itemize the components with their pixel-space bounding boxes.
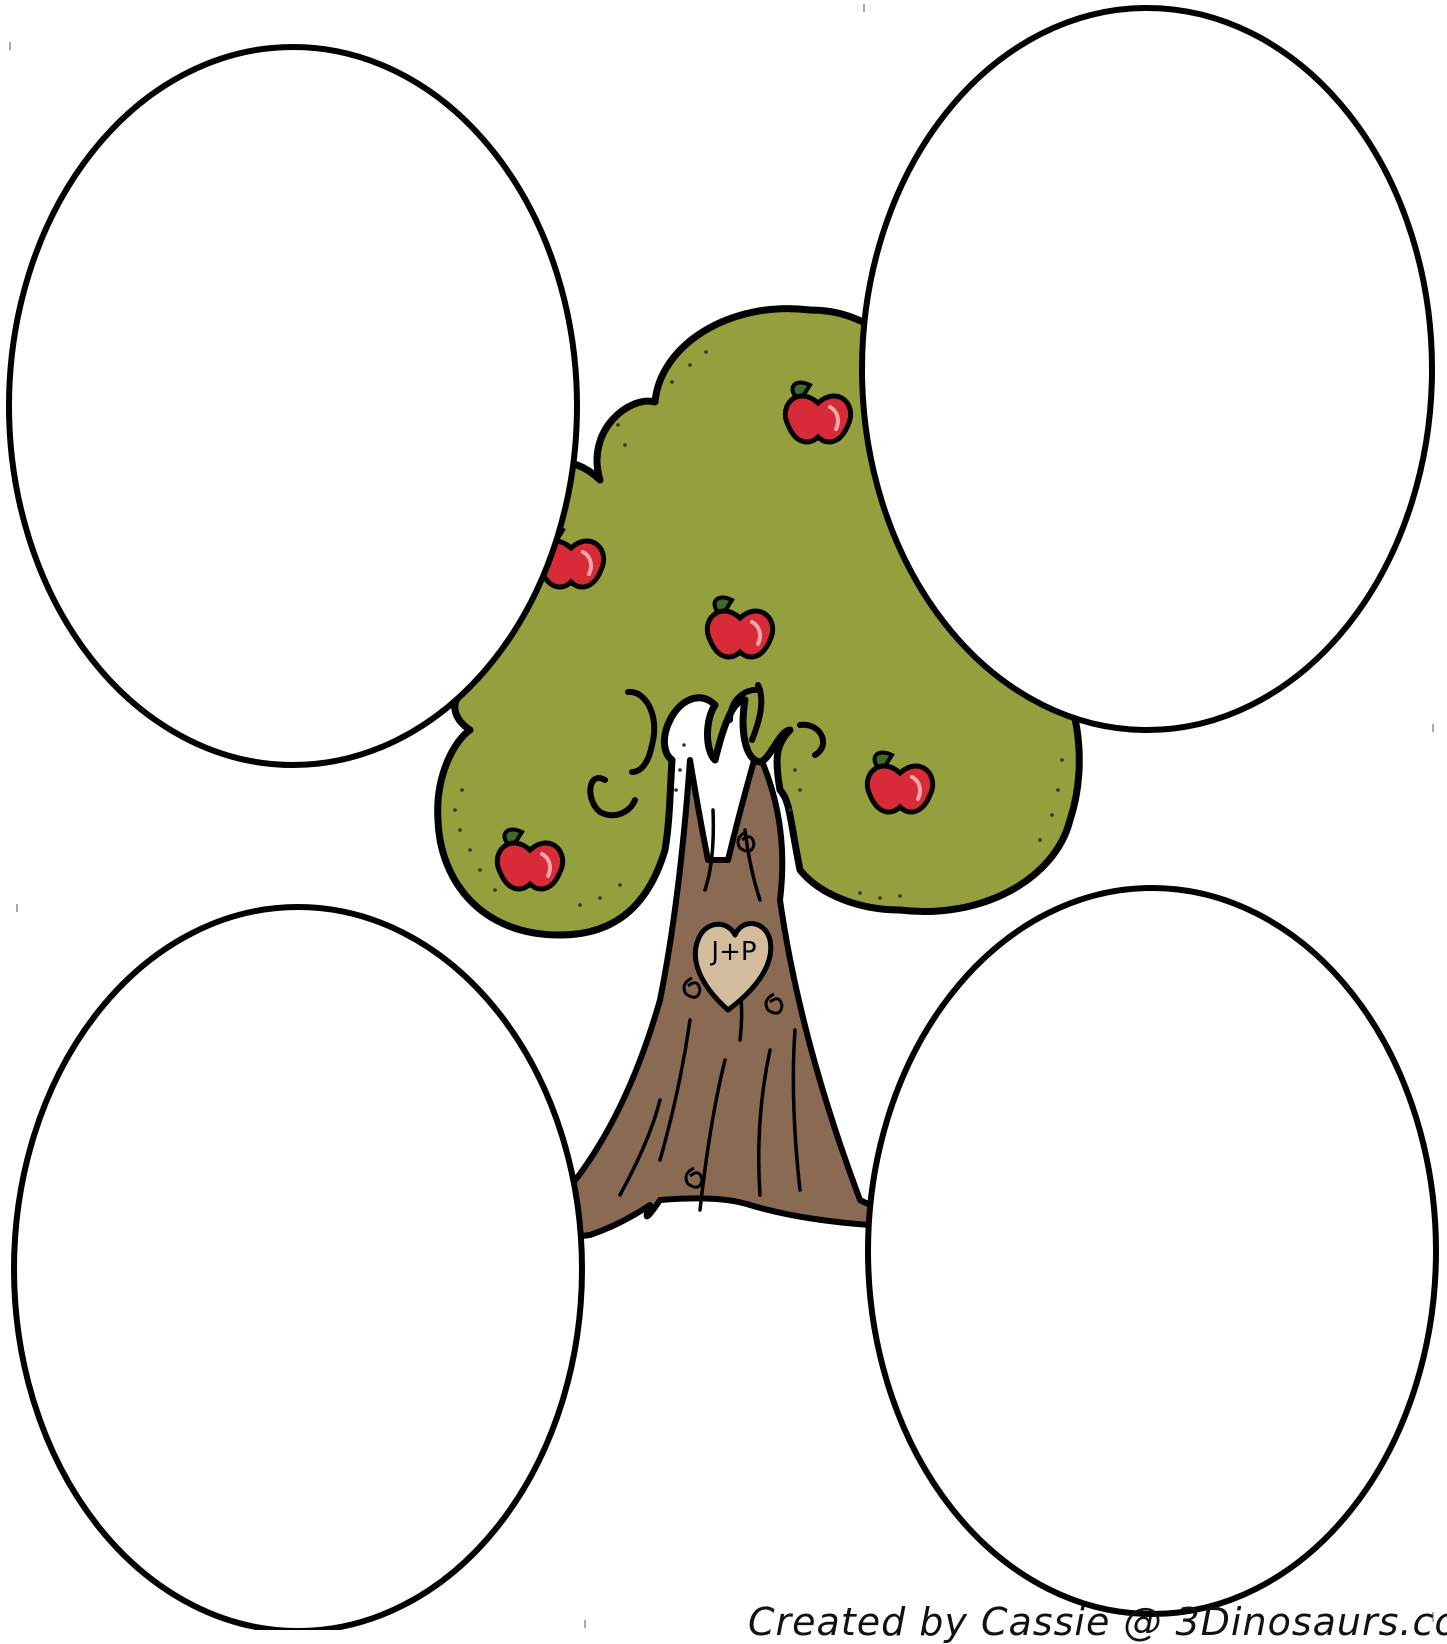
oval-bottom-left[interactable] (14, 907, 582, 1630)
name-ovals (9, 8, 1436, 1630)
heart-carving-text: J+P (709, 937, 756, 967)
oval-top-left[interactable] (9, 47, 577, 765)
footer-credit: Created by Cassie @ 3Dinosaurs.com (748, 1600, 1447, 1644)
oval-bottom-right[interactable] (868, 888, 1436, 1614)
oval-top-right[interactable] (862, 8, 1432, 730)
